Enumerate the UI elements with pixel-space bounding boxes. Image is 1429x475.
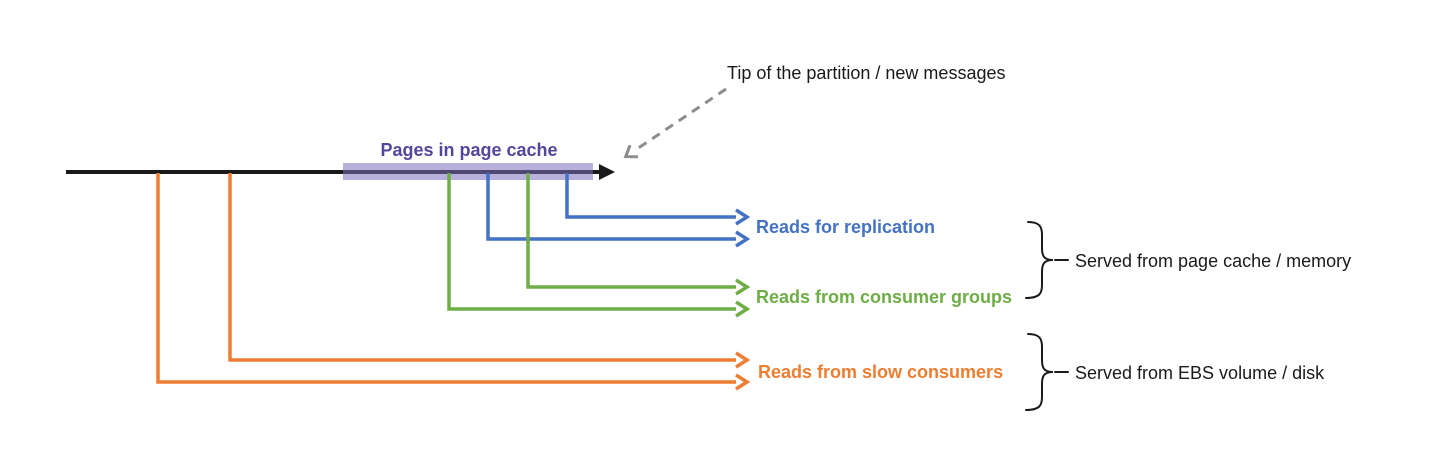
slow-consumer-read-arrow-1 [228,173,751,369]
reads-replication-label: Reads for replication [756,217,935,237]
served-disk-label: Served from EBS volume / disk [1075,363,1325,383]
consumer-group-read-arrow-2 [447,173,751,318]
replication-read-arrow-2 [486,173,751,248]
consumer-group-read-arrow-1 [526,173,751,296]
replication-read-arrow-1 [565,173,751,226]
slow-consumer-read-arrow-2 [156,173,751,391]
reads-consumer-groups-label: Reads from consumer groups [756,287,1012,307]
disk-group-brace [1025,333,1069,411]
memory-group-brace [1025,221,1069,299]
tip-annotation-arrow [623,87,727,159]
served-memory-label: Served from page cache / memory [1075,251,1351,271]
reads-slow-consumers-label: Reads from slow consumers [758,362,1003,382]
page-cache-label: Pages in page cache [380,140,557,160]
tip-annotation-label: Tip of the partition / new messages [727,63,1005,83]
page-cache-band [343,163,593,180]
